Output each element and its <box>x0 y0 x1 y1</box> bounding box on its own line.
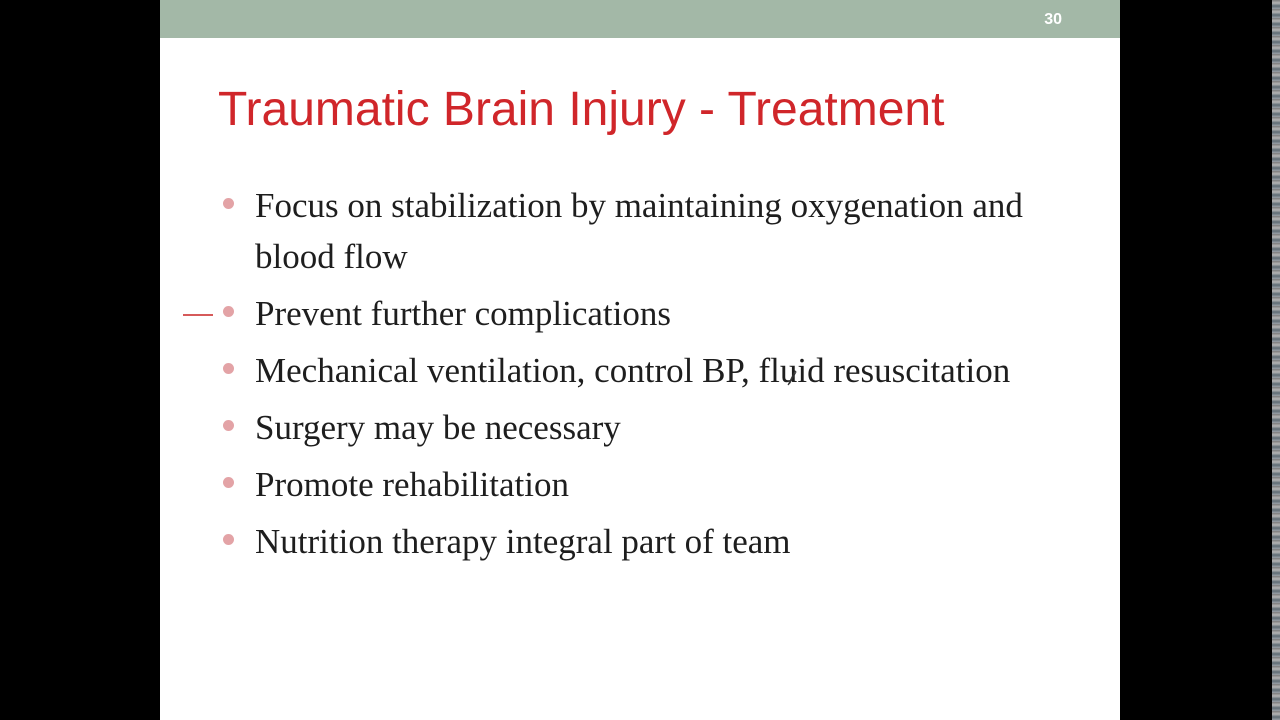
bullet-text: Focus on stabilization by maintaining ox… <box>255 186 1023 276</box>
bullet-item: Focus on stabilization by maintaining ox… <box>218 180 1038 282</box>
bullet-text: Promote rehabilitation <box>255 465 569 504</box>
bullet-item: Prevent further complications <box>218 288 1038 339</box>
bullet-list: Focus on stabilization by maintaining ox… <box>218 180 1038 573</box>
bullet-item: Promote rehabilitation <box>218 459 1038 510</box>
bullet-dot-icon <box>223 477 234 488</box>
bullet-dot-icon <box>223 306 234 317</box>
slide-header-bar: 30 <box>160 0 1120 38</box>
bullet-dot-icon <box>223 534 234 545</box>
bullet-item: Surgery may be necessary <box>218 402 1038 453</box>
slide-title: Traumatic Brain Injury - Treatment <box>218 83 945 136</box>
slide: 30 Traumatic Brain Injury - Treatment Fo… <box>160 0 1120 720</box>
bullet-item: Nutrition therapy integral part of team <box>218 516 1038 567</box>
bullet-text: Nutrition therapy integral part of team <box>255 522 791 561</box>
screen-edge-strip <box>1272 0 1280 720</box>
bullet-item: Mechanical ventilation, control BP, flui… <box>218 345 1038 396</box>
bullet-text: Prevent further complications <box>255 294 671 333</box>
pen-dash-icon <box>183 314 213 316</box>
bullet-dot-icon <box>223 198 234 209</box>
bullet-dot-icon <box>223 363 234 374</box>
pen-cursor-icon <box>787 370 797 386</box>
bullet-text: Surgery may be necessary <box>255 408 621 447</box>
slide-number: 30 <box>1044 11 1062 28</box>
bullet-dot-icon <box>223 420 234 431</box>
bullet-text: Mechanical ventilation, control BP, flui… <box>255 351 1011 390</box>
